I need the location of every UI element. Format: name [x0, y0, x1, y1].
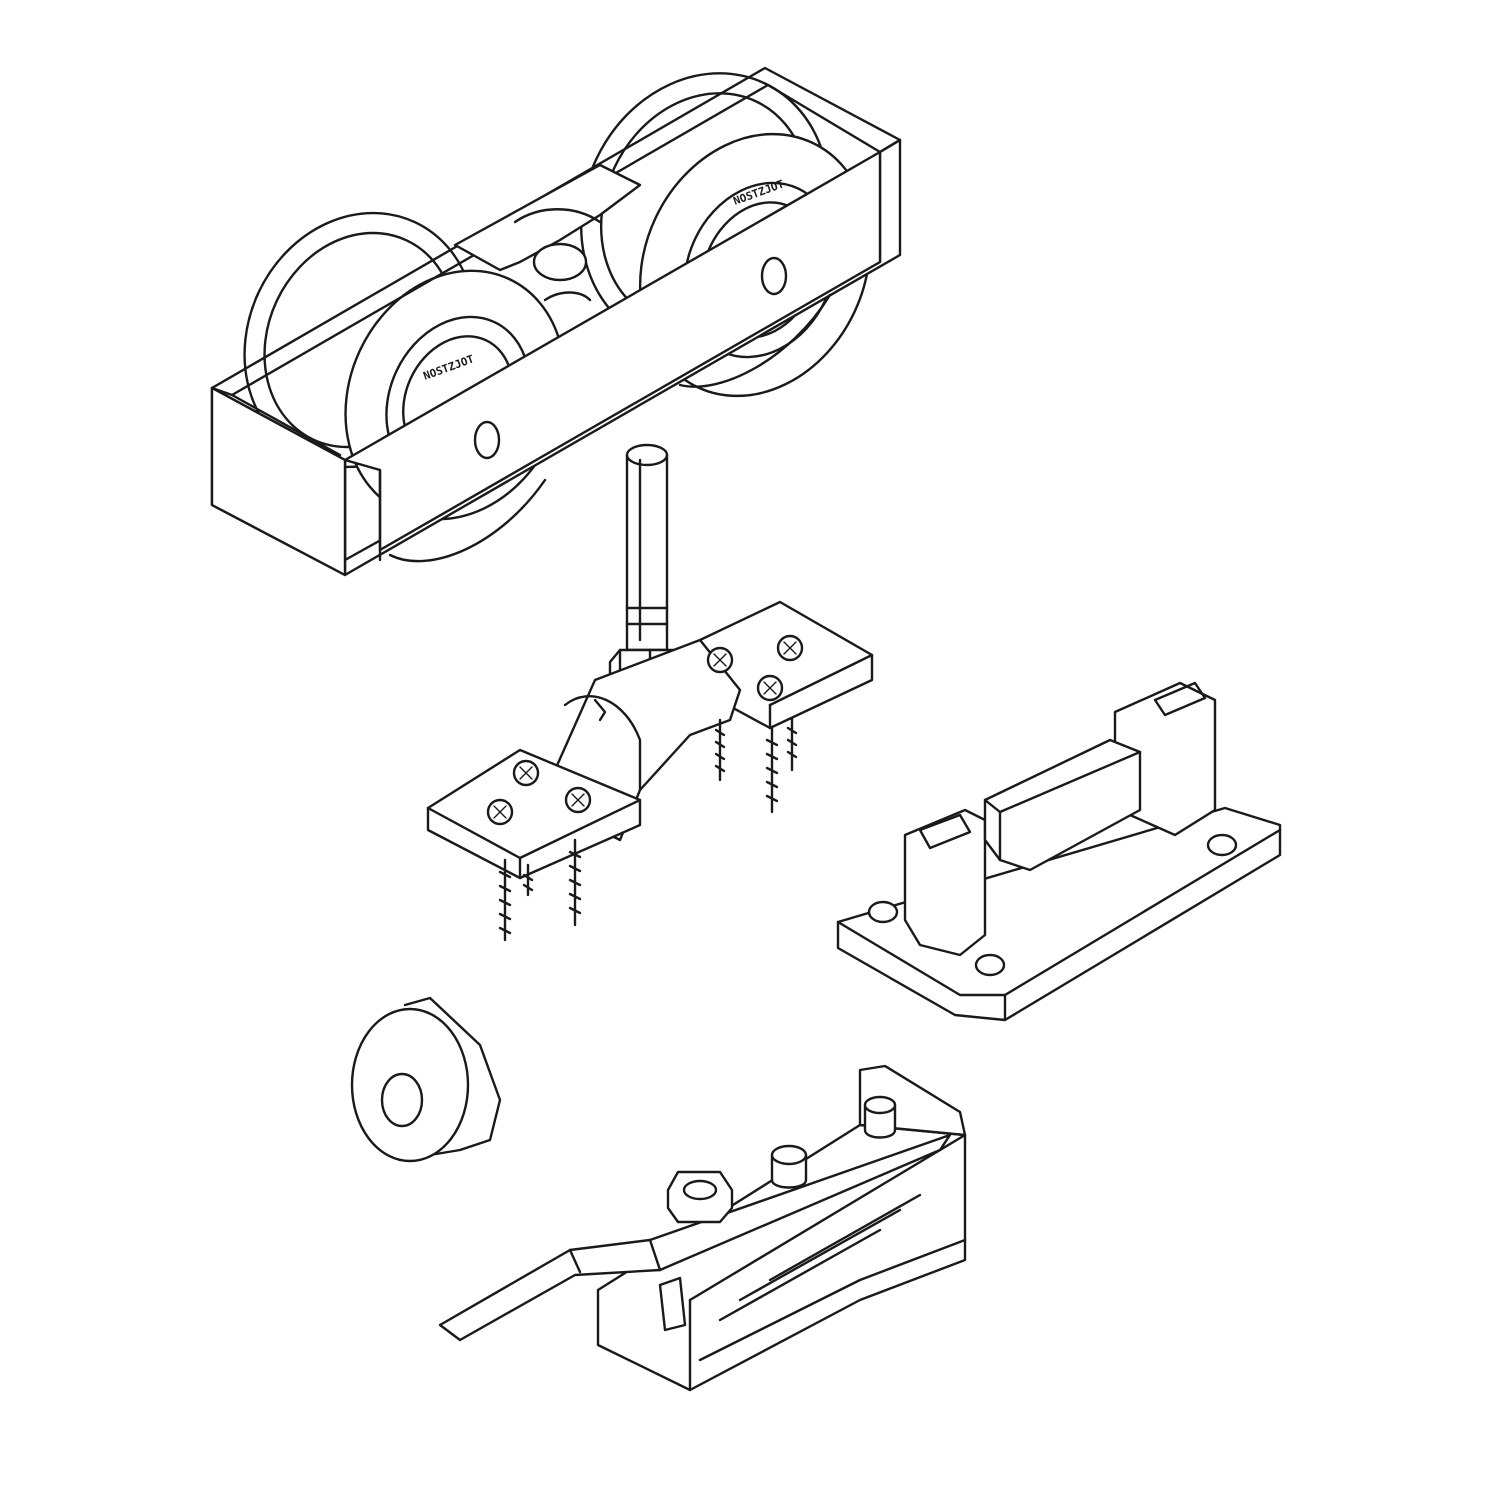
catch-pin: [770, 1144, 808, 1189]
rubber-buffer-stop: [350, 996, 502, 1163]
carriage-housing: [210, 66, 902, 577]
latch-catch: [438, 1064, 967, 1392]
mounting-hole: [974, 953, 1006, 977]
guide-center-bar: [983, 738, 1142, 872]
guide-base-plate: [836, 806, 1282, 1022]
hanger-pin: [625, 443, 669, 652]
wood-screws: [498, 716, 798, 942]
guide-pillar-front: [903, 808, 987, 957]
catch-end-cap: [658, 1276, 687, 1332]
mounting-hole: [1206, 833, 1238, 857]
buffer-hole: [380, 1072, 424, 1128]
center-hole: [532, 242, 588, 282]
axle-hole-front: [473, 420, 501, 460]
bracket-plate-lower: [426, 748, 642, 880]
mounting-hole: [867, 900, 899, 924]
guide-block: [836, 681, 1282, 1022]
spring-lever: [438, 1133, 952, 1342]
catch-pin: [863, 1095, 897, 1139]
lever-nut: [666, 1170, 734, 1224]
axle-hole-rear: [760, 256, 788, 296]
roller-carriage: NOSTZJOT NOSTZJOT: [210, 66, 902, 577]
screw-heads: [486, 634, 804, 826]
hanger-bolt-bracket: [426, 443, 874, 942]
